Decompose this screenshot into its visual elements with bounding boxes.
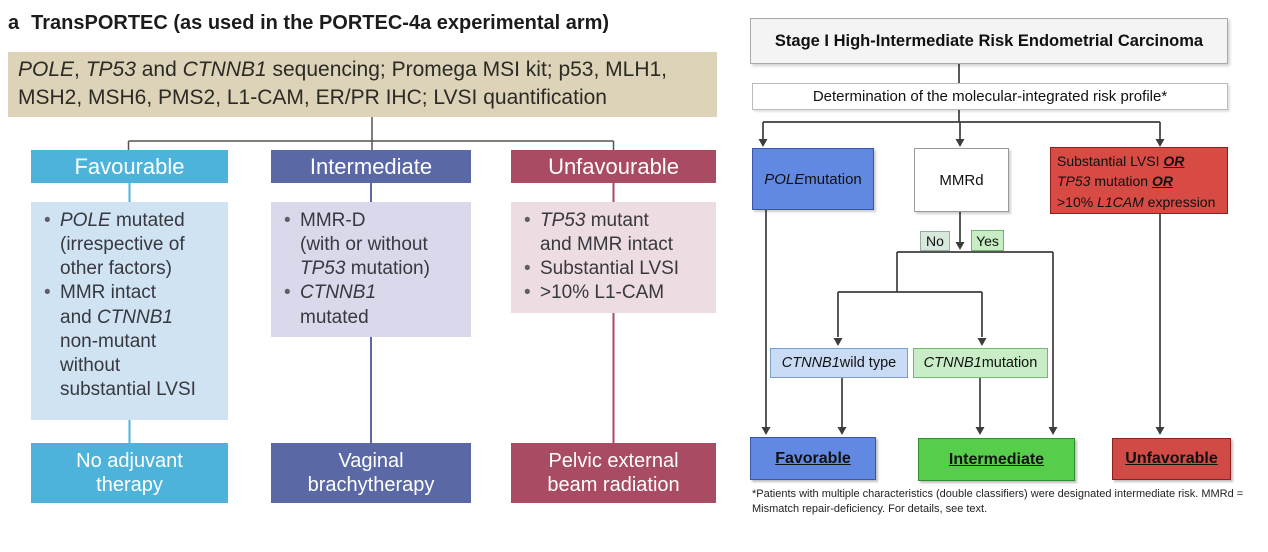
criteria-item: MMR intact and CTNNB1 non-mutant without… bbox=[43, 281, 224, 402]
outcome-unfavorable-box: Unfavorable bbox=[1112, 438, 1231, 480]
criteria-box-favourable: POLE mutated (irrespective of other fact… bbox=[31, 202, 228, 420]
criteria-text: Substantial LVSI bbox=[540, 258, 680, 280]
criteria-text: MMR intact and CTNNB1 non-mutant without… bbox=[60, 282, 196, 400]
outcome-favorable-box: Favorable bbox=[750, 437, 876, 480]
assay-description-box: POLE, TP53 and CTNNB1 sequencing; Promeg… bbox=[8, 52, 717, 117]
criteria-item: Substantial LVSI bbox=[523, 257, 712, 281]
criteria-text: MMR-D (with or without TP53 mutation) bbox=[300, 210, 430, 280]
criteria-text: POLE mutated (irrespective of other fact… bbox=[60, 210, 185, 280]
panel-label: a bbox=[8, 12, 20, 34]
mmrd-box: MMRd bbox=[914, 148, 1009, 212]
criteria-text: TP53 mutant and MMR intact bbox=[540, 210, 674, 256]
decision-label-no: No bbox=[920, 231, 950, 251]
header-intermediate: Intermediate bbox=[271, 150, 471, 183]
treatment-pelvic-external-beam-radiation: Pelvic external beam radiation bbox=[511, 443, 716, 503]
footnote: *Patients with multiple characteristics … bbox=[752, 488, 1244, 515]
ctnnb1-wild-type-box: CTNNB1 wild type bbox=[770, 348, 908, 378]
header-unfavourable: Unfavourable bbox=[511, 150, 716, 183]
pole-mutation-box: POLE mutation bbox=[752, 148, 874, 210]
left-tree-connectors bbox=[127, 117, 615, 150]
header-favourable: Favourable bbox=[31, 150, 228, 183]
criteria-item: MMR-D (with or without TP53 mutation) bbox=[283, 209, 467, 281]
outcome-intermediate-box: Intermediate bbox=[918, 438, 1075, 481]
risk-profile-determination-box: Determination of the molecular-integrate… bbox=[752, 83, 1228, 110]
decision-label-yes: Yes bbox=[971, 230, 1004, 251]
criteria-box-intermediate: MMR-D (with or without TP53 mutation) CT… bbox=[271, 202, 471, 337]
stage-title-box: Stage I High-Intermediate Risk Endometri… bbox=[750, 18, 1228, 64]
high-risk-factors-box: Substantial LVSI OR TP53 mutation OR >10… bbox=[1050, 147, 1228, 214]
panel-title: TransPORTEC (as used in the PORTEC-4a ex… bbox=[31, 12, 610, 34]
criteria-item: >10% L1-CAM bbox=[523, 281, 712, 305]
treatment-no-adjuvant-therapy: No adjuvant therapy bbox=[31, 443, 228, 503]
ctnnb1-mutation-box: CTNNB1 mutation bbox=[913, 348, 1048, 378]
criteria-item: CTNNB1 mutated bbox=[283, 281, 467, 329]
criteria-item: TP53 mutant and MMR intact bbox=[523, 209, 712, 257]
criteria-text: CTNNB1 mutated bbox=[300, 282, 377, 328]
panel-heading: a TransPORTEC (as used in the PORTEC-4a e… bbox=[8, 12, 717, 35]
treatment-vaginal-brachytherapy: Vaginal brachytherapy bbox=[271, 443, 471, 503]
criteria-box-unfavourable: TP53 mutant and MMR intact Substantial L… bbox=[511, 202, 716, 313]
criteria-item: POLE mutated (irrespective of other fact… bbox=[43, 209, 224, 281]
criteria-text: >10% L1-CAM bbox=[540, 282, 665, 304]
